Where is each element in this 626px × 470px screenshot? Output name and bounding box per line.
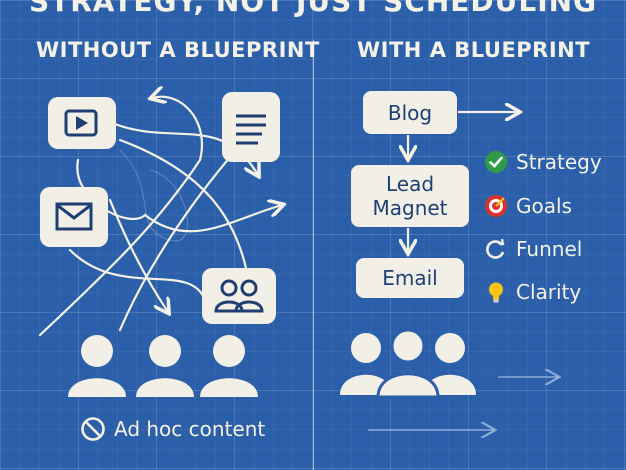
group-icon xyxy=(214,279,264,313)
cycle-icon xyxy=(484,237,508,261)
benefit-label: Funnel xyxy=(516,237,583,261)
benefit-label: Goals xyxy=(516,194,572,218)
chaos-arrow xyxy=(108,198,168,312)
target-icon xyxy=(484,194,508,218)
document-icon xyxy=(236,114,266,145)
flow-step-label: Lead xyxy=(385,172,435,196)
left-heading: WITHOUT A BLUEPRINT xyxy=(36,38,320,62)
benefit-funnel: Funnel xyxy=(484,237,582,261)
flow-step-blog: Blog xyxy=(363,91,457,134)
flow-step-label: Email xyxy=(382,266,438,290)
prohibited-icon xyxy=(81,417,105,441)
left-caption: Ad hoc content xyxy=(80,416,265,442)
page-title: STRATEGY, NOT JUST SCHEDULING xyxy=(28,0,598,18)
envelope-icon xyxy=(55,202,93,231)
benefit-clarity: Clarity xyxy=(484,280,581,304)
flow-step-email: Email xyxy=(356,258,464,298)
right-heading: WITH A BLUEPRINT xyxy=(357,38,591,62)
email-card xyxy=(40,187,108,247)
benefit-label: Strategy xyxy=(516,150,602,174)
video-card xyxy=(48,97,116,149)
benefit-goals: Goals xyxy=(484,194,572,218)
document-card xyxy=(222,92,280,162)
flow-step-label: Magnet xyxy=(372,196,448,220)
flow-step-label: Blog xyxy=(387,100,433,125)
chaos-arrow xyxy=(38,97,203,337)
check-icon xyxy=(484,150,508,174)
panel-divider xyxy=(313,40,314,470)
benefit-label: Clarity xyxy=(516,280,582,304)
play-icon xyxy=(64,109,98,137)
chaos-arrow xyxy=(68,248,207,302)
group-card xyxy=(202,268,276,324)
scribble-line xyxy=(119,149,188,242)
benefit-strategy: Strategy xyxy=(484,150,602,174)
flow-step-lead-magnet: Lead Magnet xyxy=(351,165,469,227)
caption-text: Ad hoc content xyxy=(114,417,266,441)
chaos-arrow xyxy=(118,138,250,290)
lightbulb-icon xyxy=(484,280,508,304)
